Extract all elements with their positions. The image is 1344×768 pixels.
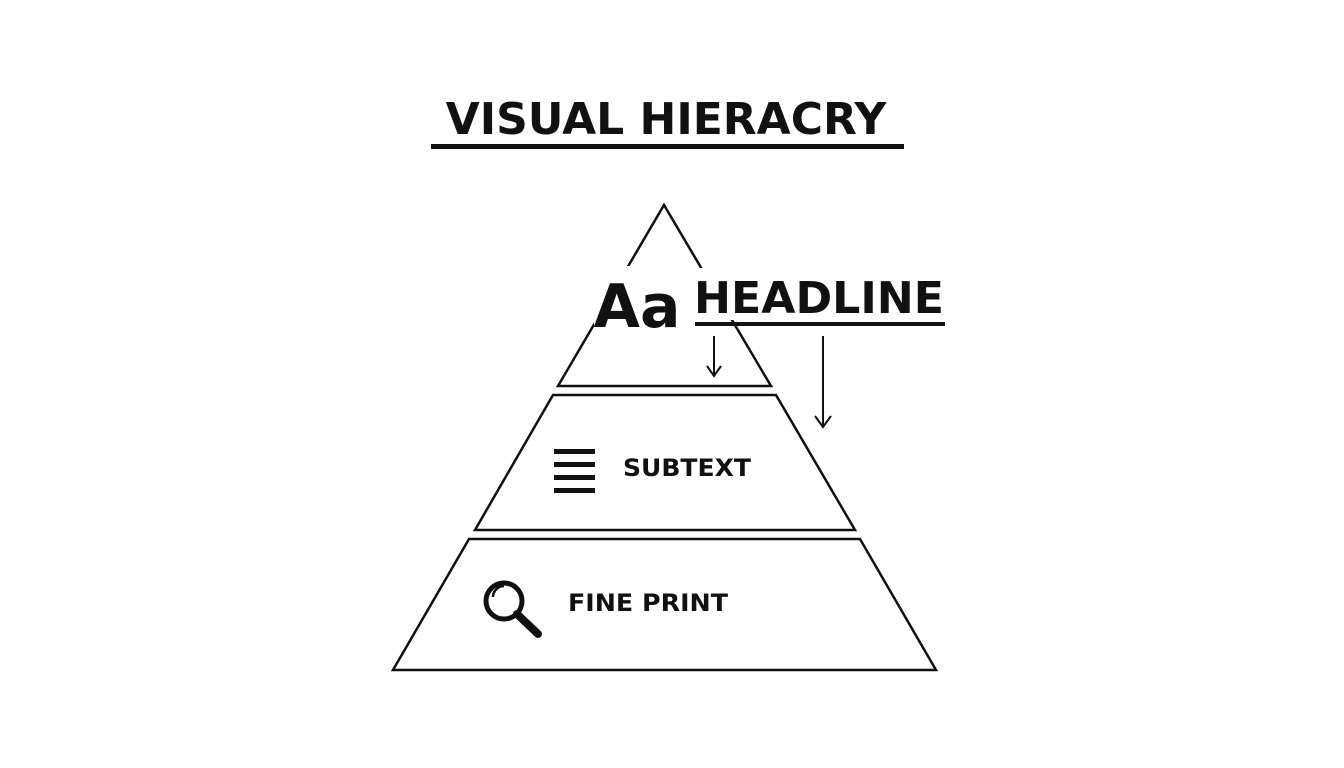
subtext-label: SUBTEXT (623, 454, 752, 482)
arrow-down-icon (814, 336, 832, 429)
pyramid-middle-tier (472, 393, 858, 532)
magnifier-icon (483, 580, 542, 638)
glyph-sample-text: Aa (594, 272, 681, 342)
text-lines-icon (554, 449, 595, 493)
headline-label-backdrop (692, 268, 948, 320)
title-underline (431, 144, 904, 149)
diagram-title: VISUAL HIERACRY (446, 94, 888, 145)
headline-label: HEADLINE (694, 273, 944, 324)
fine-print-label: FINE PRINT (568, 589, 729, 617)
headline-underline (695, 322, 945, 326)
pyramid-bottom-tier (390, 537, 939, 672)
arrow-down-icon (706, 336, 722, 378)
glyph-sample-backdrop (594, 266, 684, 334)
